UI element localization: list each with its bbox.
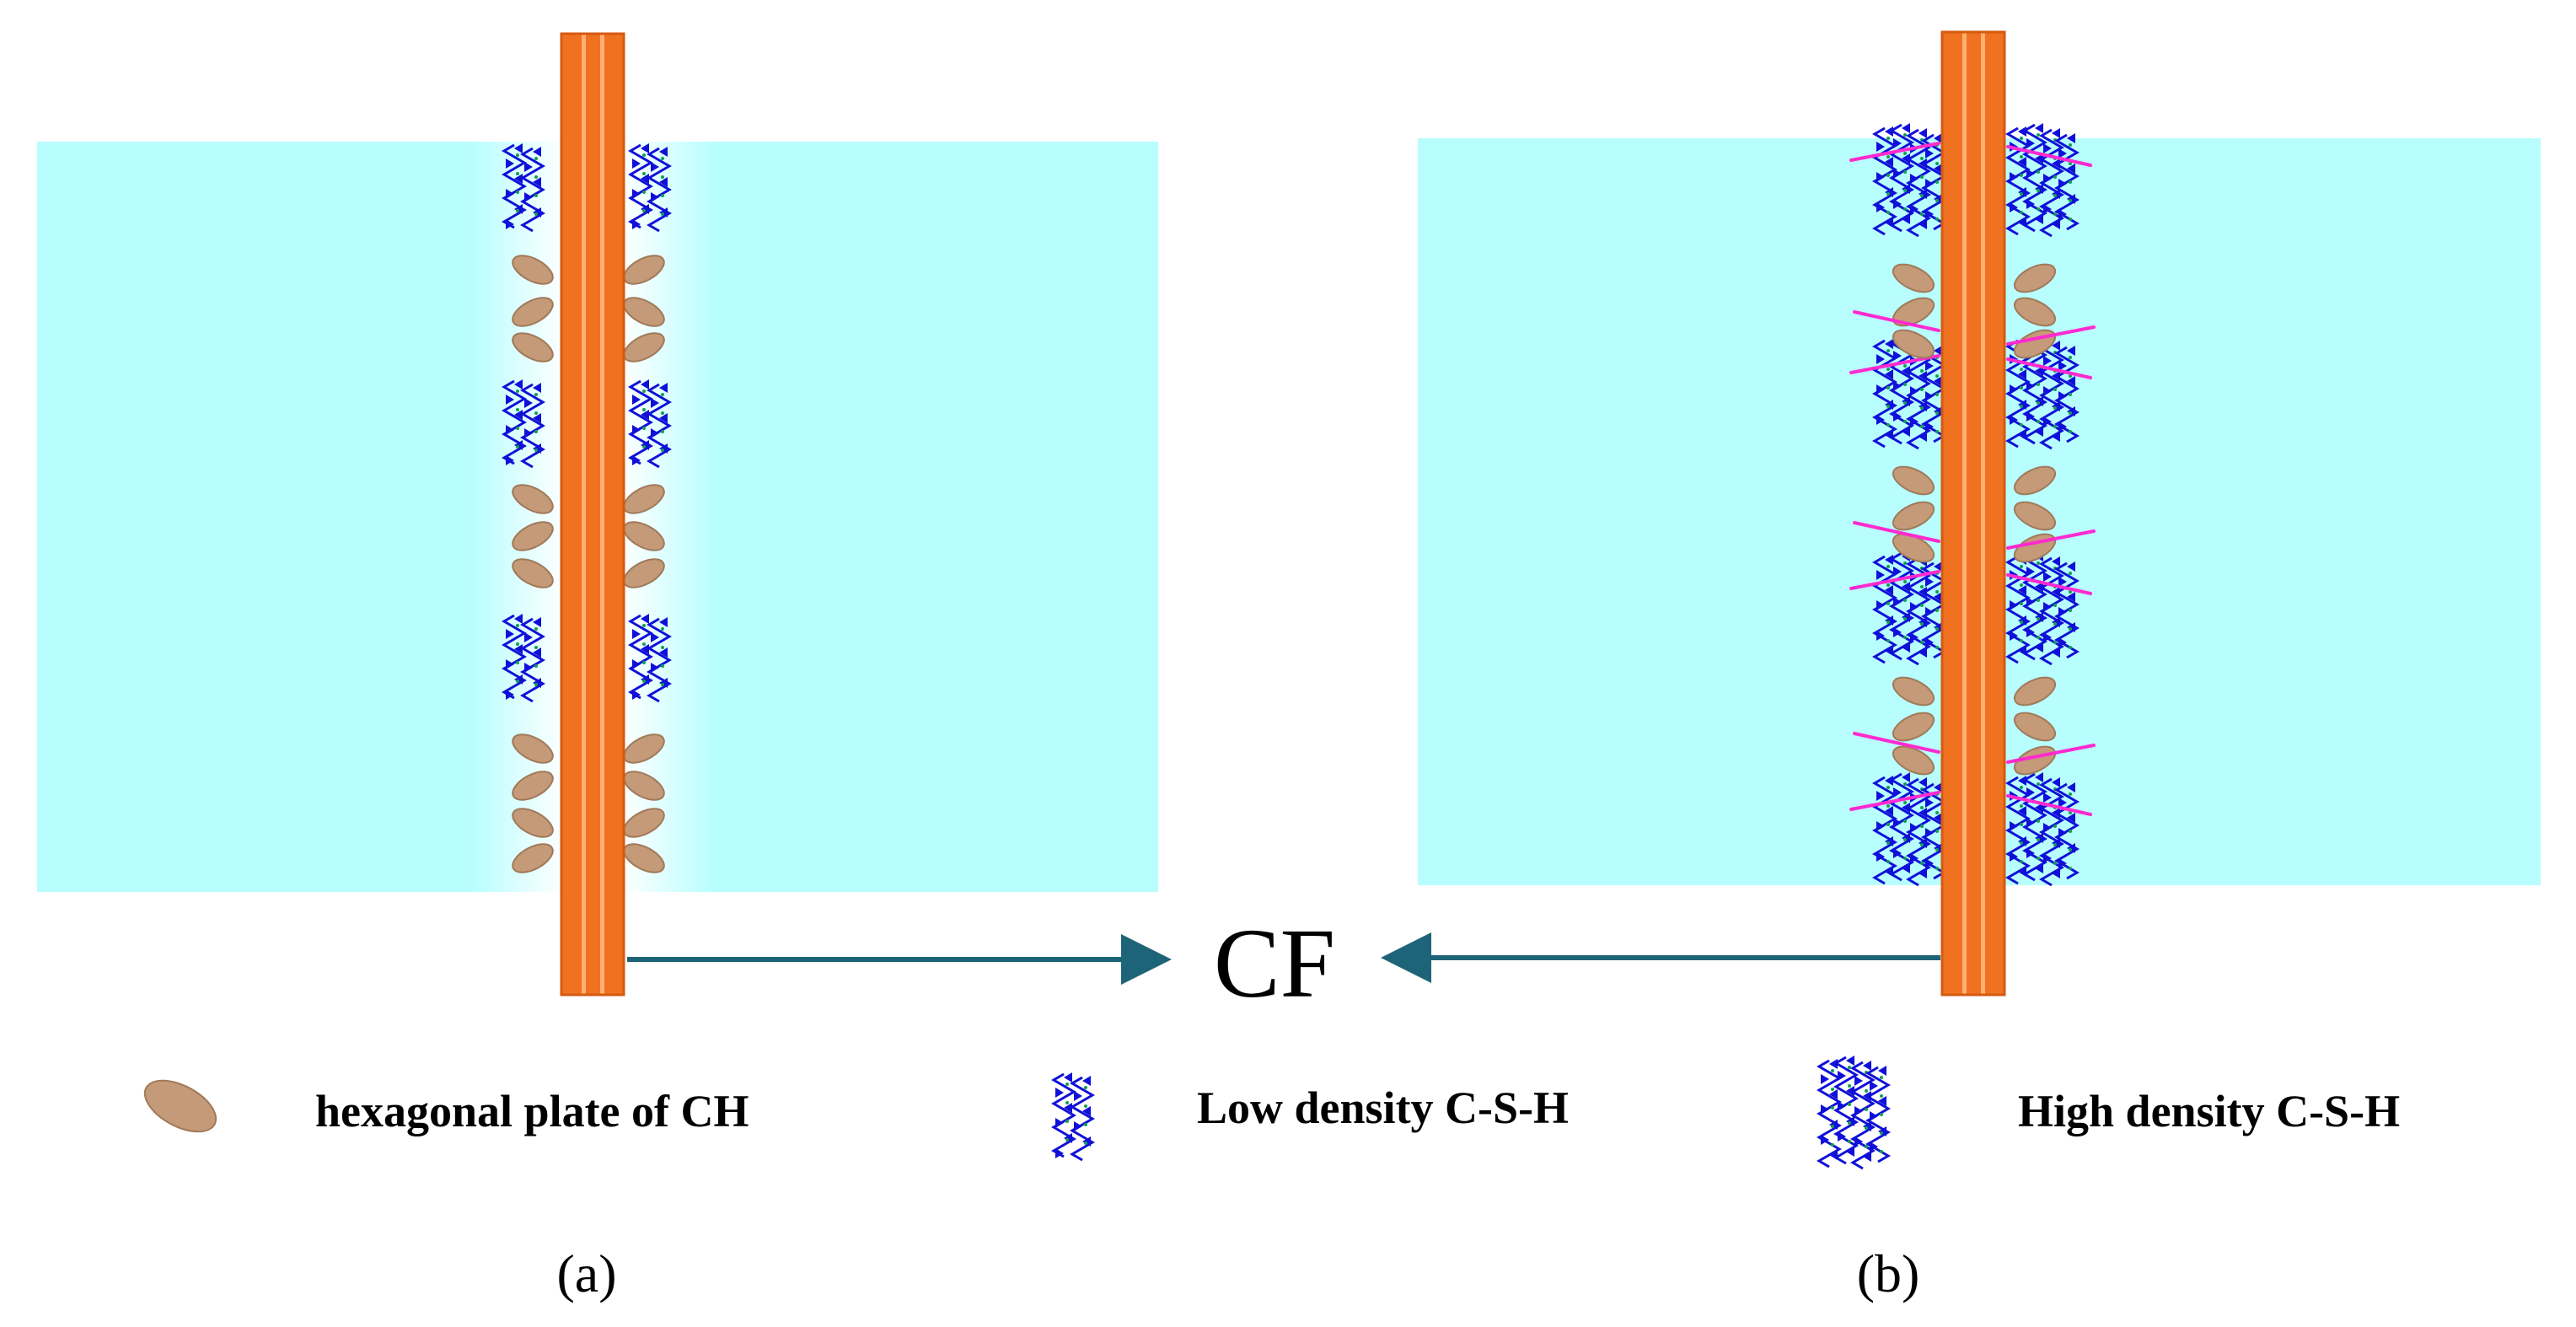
- fiber-rod: [1849, 142, 1940, 162]
- high-density-csh-icon: [1817, 1056, 1891, 1170]
- low-density-csh: [502, 614, 545, 703]
- ch-plate: [1892, 676, 1935, 706]
- csh-cluster: [628, 379, 653, 465]
- itz-products-a: [502, 143, 672, 873]
- low-density-csh: [502, 143, 545, 233]
- fiber-rod: [2006, 325, 2096, 346]
- csh-cluster: [502, 379, 527, 465]
- panel-a-label: (a): [556, 1244, 616, 1303]
- fiber-rod: [1853, 521, 1940, 543]
- low-density-csh: [502, 379, 545, 469]
- csh-cluster: [1921, 561, 1946, 659]
- ch-plate: [1892, 501, 1935, 531]
- fiber-rod: [2006, 145, 2092, 167]
- high-density-csh: [2005, 551, 2080, 666]
- ch-plate: [512, 558, 554, 588]
- low-density-csh: [628, 379, 672, 469]
- csh-cluster: [628, 143, 653, 229]
- ch-plate: [1892, 465, 1935, 496]
- ch-plate: [512, 521, 554, 551]
- high-density-csh: [1817, 1056, 1891, 1170]
- low-density-csh: [628, 614, 672, 703]
- ch-plate: [2013, 712, 2057, 742]
- csh-cluster: [647, 147, 672, 233]
- csh-cluster: [502, 614, 527, 700]
- ch-plate: [1892, 263, 1935, 293]
- csh-cluster: [647, 617, 672, 703]
- csh-cluster: [1850, 1061, 1876, 1170]
- csh-cluster: [1889, 772, 1914, 882]
- ch-plate: [2013, 465, 2057, 496]
- fiber-rod: [2006, 744, 2096, 764]
- low-density-csh: [628, 143, 672, 233]
- legend-ld-label: Low density C-S-H: [1197, 1083, 1569, 1133]
- csh-cluster: [2054, 133, 2080, 231]
- csh-cluster: [2022, 123, 2047, 233]
- csh-cluster: [1833, 1056, 1859, 1165]
- ch-plate: [512, 843, 554, 873]
- high-density-csh: [1872, 772, 1946, 887]
- csh-cluster: [1889, 123, 1914, 233]
- csh-cluster: [1906, 777, 1931, 887]
- panel-b: [1418, 30, 2541, 997]
- legend-hd-label: High density C-S-H: [2018, 1086, 2400, 1136]
- ch-plate: [2013, 676, 2057, 706]
- itz-products-b: [1849, 123, 2096, 887]
- panel-a: [37, 32, 1158, 997]
- csh-cluster: [1889, 551, 1914, 661]
- ch-plate: [512, 297, 554, 327]
- csh-cluster: [520, 383, 545, 469]
- csh-cluster: [628, 614, 653, 700]
- carbon-fiber-a: [560, 32, 625, 997]
- fiber-rod: [2006, 357, 2092, 379]
- csh-cluster: [1070, 1076, 1095, 1162]
- fiber-rod: [1849, 570, 1940, 590]
- csh-cluster: [1817, 1059, 1842, 1169]
- csh-cluster: [502, 143, 527, 229]
- csh-cluster: [647, 383, 672, 469]
- csh-cluster: [2054, 346, 2080, 443]
- legend-ch-label: hexagonal plate of CH: [315, 1086, 749, 1136]
- fiber-rod: [2006, 573, 2092, 595]
- csh-cluster: [2054, 561, 2080, 659]
- high-density-csh: [1872, 123, 1946, 238]
- csh-cluster: [1921, 346, 1946, 443]
- carbon-fiber-b: [1940, 30, 2006, 997]
- ch-plate: [1892, 712, 1935, 742]
- ch-plate: [512, 255, 554, 285]
- ch-plate: [1892, 329, 1935, 359]
- csh-cluster: [520, 617, 545, 703]
- hexagonal-plate-icon: [143, 1079, 217, 1133]
- fiber-rod: [1849, 354, 1940, 374]
- high-density-csh: [2005, 123, 2080, 238]
- csh-cluster: [1051, 1072, 1076, 1158]
- low-density-csh: [1051, 1072, 1095, 1162]
- ch-plate: [512, 771, 554, 801]
- low-density-csh-icon: [1051, 1072, 1095, 1162]
- fiber-rod: [1853, 310, 1940, 332]
- high-density-csh: [1872, 336, 1946, 450]
- csh-cluster: [520, 147, 545, 233]
- ch-plate: [512, 332, 554, 363]
- csh-cluster: [1865, 1066, 1891, 1163]
- csh-cluster: [1921, 782, 1946, 880]
- csh-cluster: [2054, 782, 2080, 880]
- high-density-csh: [2005, 772, 2080, 887]
- legend: hexagonal plate of CH Low density C-S-H …: [143, 1056, 2400, 1170]
- ch-plate: [2013, 297, 2057, 327]
- fiber-rod: [2006, 794, 2092, 816]
- fiber-rod: [2006, 529, 2096, 550]
- ch-plate: [512, 733, 554, 764]
- ch-plate: [512, 484, 554, 514]
- panel-b-label: (b): [1857, 1244, 1920, 1303]
- cf-label: CF: [1214, 908, 1335, 1018]
- fiber-rod: [1849, 791, 1940, 811]
- ch-plate: [1892, 745, 1935, 776]
- fiber-rod: [1853, 732, 1940, 754]
- ch-plate: [2013, 263, 2057, 293]
- ch-plate: [512, 808, 554, 838]
- ch-plate: [2013, 501, 2057, 531]
